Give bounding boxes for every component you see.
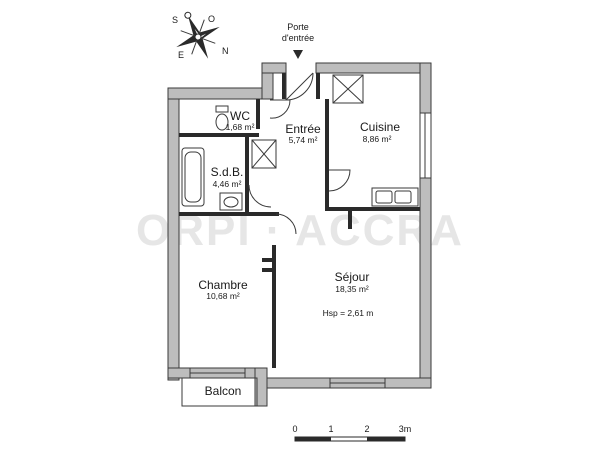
windows (189, 112, 432, 389)
room-area: 4,46 m² (213, 179, 242, 189)
room-area: 10,68 m² (206, 291, 240, 301)
room-name: Cuisine (360, 120, 400, 134)
room-name: Entrée (285, 122, 321, 136)
room-entree: Entrée 5,74 m² (285, 122, 321, 145)
room-name: Chambre (198, 278, 248, 292)
balcony-outline (181, 377, 258, 407)
room-name: S.d.B. (211, 165, 244, 179)
scale-bar: 0 1 2 3m (292, 424, 412, 442)
compass-n: N (222, 46, 229, 56)
room-area: 8,86 m² (363, 134, 392, 144)
room-name: Balcon (205, 384, 242, 398)
room-name: WC (230, 109, 250, 123)
entrance-label-line1: Porte (287, 22, 309, 32)
room-cuisine: Cuisine 8,86 m² (360, 120, 400, 144)
entrance-arrow-icon (293, 50, 303, 59)
room-area: 5,74 m² (289, 135, 318, 145)
fixtures (181, 105, 419, 211)
entrance-label: Porte d'entrée (282, 22, 314, 43)
scale-label-0: 0 (292, 424, 297, 434)
compass-o: O (208, 14, 215, 24)
room-wc: WC 1,68 m² (226, 109, 255, 132)
scale-label-3: 3m (399, 424, 412, 434)
room-chambre: Chambre 10,68 m² (198, 278, 248, 301)
scale-label-1: 1 (328, 424, 333, 434)
interior-doors (248, 184, 297, 235)
compass-s: S (172, 15, 178, 25)
room-name: Séjour (335, 270, 370, 284)
room-balcon: Balcon (205, 384, 242, 398)
ceiling-height: Hsp = 2,61 m (323, 308, 374, 318)
entry-door (269, 72, 314, 119)
room-area: 18,35 m² (335, 284, 369, 294)
compass-rose-icon (176, 11, 220, 59)
compass-north-dot (184, 11, 192, 19)
scale-label-2: 2 (364, 424, 369, 434)
closets (251, 74, 364, 169)
compass-e: E (178, 50, 184, 60)
room-area: 1,68 m² (226, 122, 255, 132)
room-sejour: Séjour 18,35 m² Hsp = 2,61 m (323, 270, 374, 318)
entrance-label-line2: d'entrée (282, 33, 314, 43)
room-sdb: S.d.B. 4,46 m² (211, 165, 244, 189)
interior-walls (179, 73, 420, 368)
